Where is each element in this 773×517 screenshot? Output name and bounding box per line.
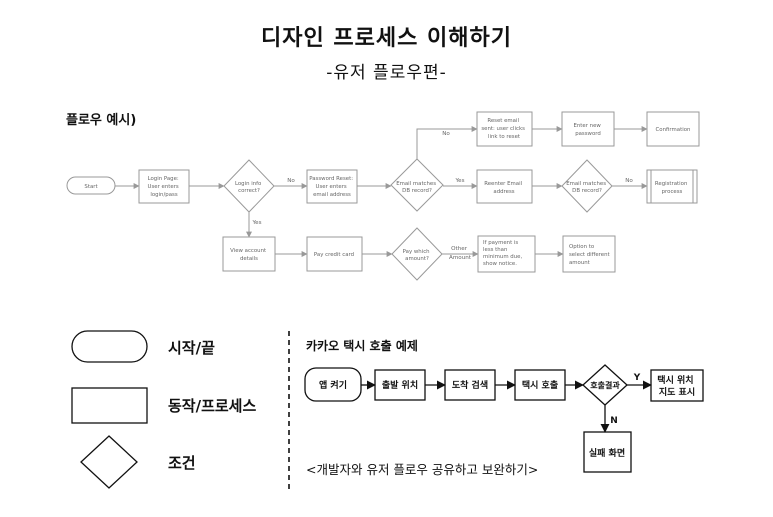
legend-action-shape (71, 387, 148, 424)
kakao-call-taxi-node (514, 369, 566, 401)
edge-yes-mid-label: Yes (454, 178, 464, 184)
payment-less-node (477, 235, 536, 273)
legend-condition-label: 조건 (168, 454, 196, 472)
edge-no-top-label: No (442, 131, 450, 137)
enter-new-password-node (561, 111, 615, 147)
pay-credit-card-node (306, 236, 363, 272)
reenter-email-label: Reenter Email address (484, 181, 524, 195)
reset-email-label: Reset email sent: user clicks link to re… (481, 118, 526, 140)
reset-email-node (476, 111, 533, 147)
pay-which-decision (391, 227, 443, 281)
view-account-node (222, 236, 276, 272)
password-reset-label: Password Reset: User enters email addres… (309, 176, 355, 198)
payment-less-label: If payment is less than minimum due, sho… (483, 240, 524, 267)
login-page-label: Login Page: User enters login/pass (148, 176, 181, 198)
edge-no-right-label: No (625, 178, 633, 184)
flow-example-label: 플로우 예시) (66, 113, 137, 128)
kakao-departure-node (374, 369, 426, 401)
kakao-call-taxi-label: 택시 호출 (522, 379, 558, 391)
kakao-edge-y-label: Y (633, 373, 641, 383)
confirmation-node (646, 111, 700, 147)
login-info-label: Login info correct? (235, 181, 263, 194)
option-different-node (562, 235, 616, 273)
page-title: 디자인 프로세스 이해하기 (261, 26, 512, 51)
kakao-call-result-label: 호출결과 (590, 380, 620, 390)
edge-email-no (416, 126, 478, 159)
enter-new-password-label: Enter new password (573, 123, 602, 137)
reenter-email-node (476, 169, 533, 204)
email-matches-decision (390, 158, 444, 212)
email-matches-2-decision (561, 159, 613, 213)
kakao-taxi-location-label: 택시 위치 지도 표시 (657, 374, 696, 398)
confirmation-label: Confirmation (656, 127, 691, 133)
edge-yes-label: Yes (251, 220, 261, 226)
email-matches-2-label: Email matches DB record? (566, 181, 608, 194)
edge-no-label: No (287, 178, 295, 184)
option-different-label: Option to select different amount (569, 244, 611, 266)
view-account-label: View account details (230, 248, 268, 262)
legend-action-label: 동작/프로세스 (168, 397, 257, 415)
legend-condition-shape (80, 435, 138, 489)
legend-start-end-shape (71, 330, 148, 363)
pay-which-label: Pay which amount? (403, 249, 432, 262)
password-reset-node (306, 169, 358, 204)
email-matches-label: Email matches DB record? (396, 181, 438, 194)
edge-other-amount-label: Other Amount (449, 246, 472, 261)
kakao-destination-label: 도착 검색 (452, 379, 488, 391)
legend-start-end-label: 시작/끝 (168, 339, 215, 357)
kakao-departure-label: 출발 위치 (382, 379, 418, 391)
page-subtitle: -유저 플로우편- (326, 63, 447, 83)
kakao-fail-screen-label: 실패 화면 (589, 447, 625, 459)
kakao-example-title: 카카오 택시 호출 예제 (306, 339, 418, 353)
kakao-taxi-location-node (650, 369, 704, 402)
kakao-edge-n-label: N (610, 416, 618, 426)
pay-credit-card-label: Pay credit card (314, 252, 354, 258)
kakao-open-app-label: 앱 켜기 (319, 379, 347, 391)
registration-node (646, 169, 698, 204)
registration-label: Registration process (655, 181, 689, 195)
footer-note: <개발자와 유저 플로우 공유하고 보완하기> (306, 462, 539, 477)
start-label: Start (84, 184, 97, 190)
